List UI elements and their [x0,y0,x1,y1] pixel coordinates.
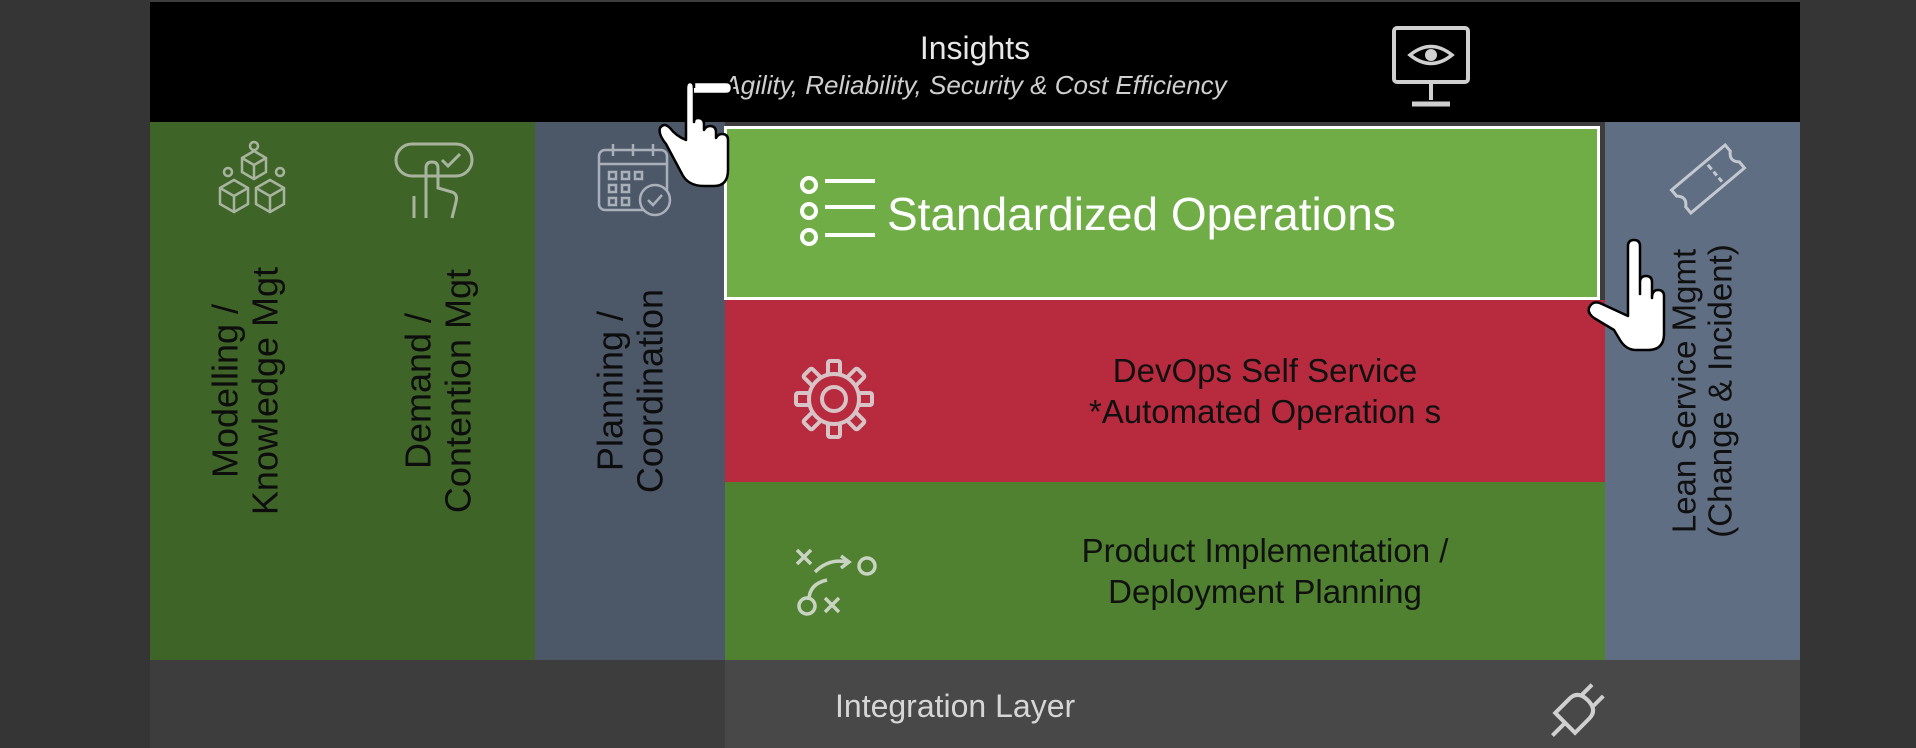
standardized-operations-label: Standardized Operations [887,188,1396,240]
touch-check-icon [392,138,478,224]
demand-label: Demand / Contention Mgt [396,268,478,514]
planning-column: Planning / Coordination [535,122,725,660]
product-band: Product Implementation / Deployment Plan… [725,482,1605,660]
monitor-eye-icon [1390,24,1472,110]
integration-layer: Integration Layer [725,660,1800,748]
pointing-hand-icon [1584,238,1668,356]
lean-service-label: Lean Service Mgmt (Change & Incident) [1665,244,1739,538]
devops-band: DevOps Self Service *Automated Operation… [725,300,1605,482]
calendar-check-icon [595,140,675,220]
insights-title: Insights [919,30,1031,66]
ticket-icon [1665,136,1751,222]
planning-label: Planning / Coordination [589,288,670,494]
modelling-label: Modelling / Knowledge Mgt [204,266,285,516]
pointing-hand-icon [656,78,734,194]
gear-icon [793,358,875,440]
strategy-play-icon [793,546,877,616]
devops-line1: DevOps Self Service [1112,351,1418,389]
product-line2: Deployment Planning [1108,573,1422,610]
plug-icon [1535,668,1625,748]
product-line1: Product Implementation / [1081,531,1449,569]
devops-text: DevOps Self Service *Automated Operation… [955,300,1575,482]
demand-column: Demand / Contention Mgt [340,122,535,660]
devops-line2: *Automated Operation s [1088,393,1442,430]
product-text: Product Implementation / Deployment Plan… [955,482,1575,660]
insights-header: Insights Agility, Reliability, Security … [150,2,1800,122]
integration-layer-label: Integration Layer [835,688,1076,724]
standardized-operations-band: Standardized Operations [724,126,1600,300]
cubes-network-icon [212,140,296,222]
modelling-column: Modelling / Knowledge Mgt [150,122,340,660]
insights-subtitle: Agility, Reliability, Security & Cost Ef… [723,70,1227,100]
diagram-slide: Insights Agility, Reliability, Security … [150,0,1800,748]
lean-service-column: Lean Service Mgmt (Change & Incident) [1605,122,1800,660]
bullet-list-icon [799,175,879,251]
